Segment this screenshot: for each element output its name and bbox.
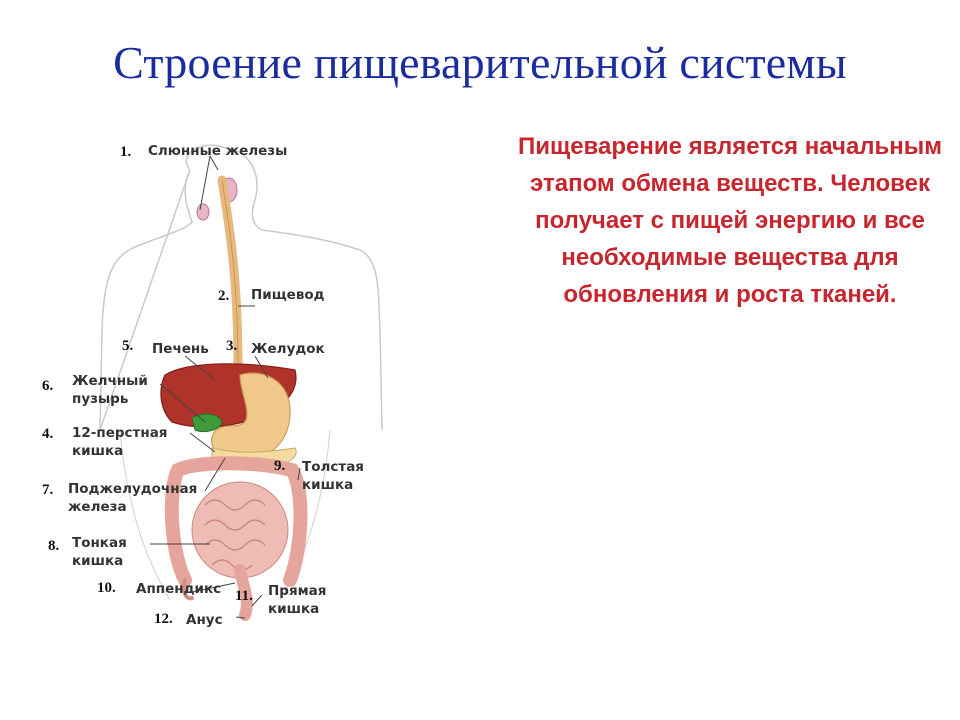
anatomy-illustration [99, 144, 383, 621]
label-number: 7. [42, 482, 54, 498]
label-number: 5. [122, 338, 134, 354]
label-liver: Печень [152, 341, 209, 357]
label-number: 6. [42, 378, 54, 394]
label-large-intestine: Толстая кишка [302, 459, 364, 493]
label-number: 11. [235, 588, 253, 604]
description-text: Пищеварение является начальным этапом об… [517, 133, 943, 308]
label-number: 2. [218, 288, 230, 304]
label-number: 3. [226, 338, 238, 354]
gallbladder-shape [191, 413, 223, 433]
large-intestine-shape [164, 456, 308, 587]
label-appendix: Аппендикс [136, 581, 222, 597]
slide-title: Строение пищеварительной системы [113, 37, 847, 88]
label-rectum: Прямая кишка [268, 583, 327, 617]
appendix-shape [181, 578, 194, 601]
body-outline [99, 144, 383, 431]
leader-lines [150, 155, 301, 619]
small-intestine-shape [191, 481, 289, 579]
rectum-shape [234, 564, 253, 621]
label-number: 9. [274, 458, 286, 474]
salivary-gland-shape [196, 203, 210, 221]
label-number: 12. [154, 611, 173, 627]
label-stomach: Желудок [251, 341, 325, 357]
label-pancreas: Поджелудочная железа [68, 481, 198, 515]
label-duodenum: 12-перстная кишка [72, 425, 168, 459]
label-number: 10. [97, 580, 116, 596]
digestive-system-diagram: 1. Слюнные железы 2. Пищевод 3. Желудок … [0, 130, 420, 650]
label-small-intestine: Тонкая кишка [72, 535, 127, 569]
label-number: 1. [120, 144, 132, 160]
label-salivary-glands: Слюнные железы [148, 143, 288, 159]
label-anus: Анус [186, 612, 223, 628]
label-esophagus: Пищевод [251, 287, 325, 303]
esophagus-outline [221, 179, 239, 371]
label-gallbladder: Желчный пузырь [72, 373, 148, 407]
label-number: 4. [42, 426, 54, 442]
label-number: 8. [48, 538, 60, 554]
